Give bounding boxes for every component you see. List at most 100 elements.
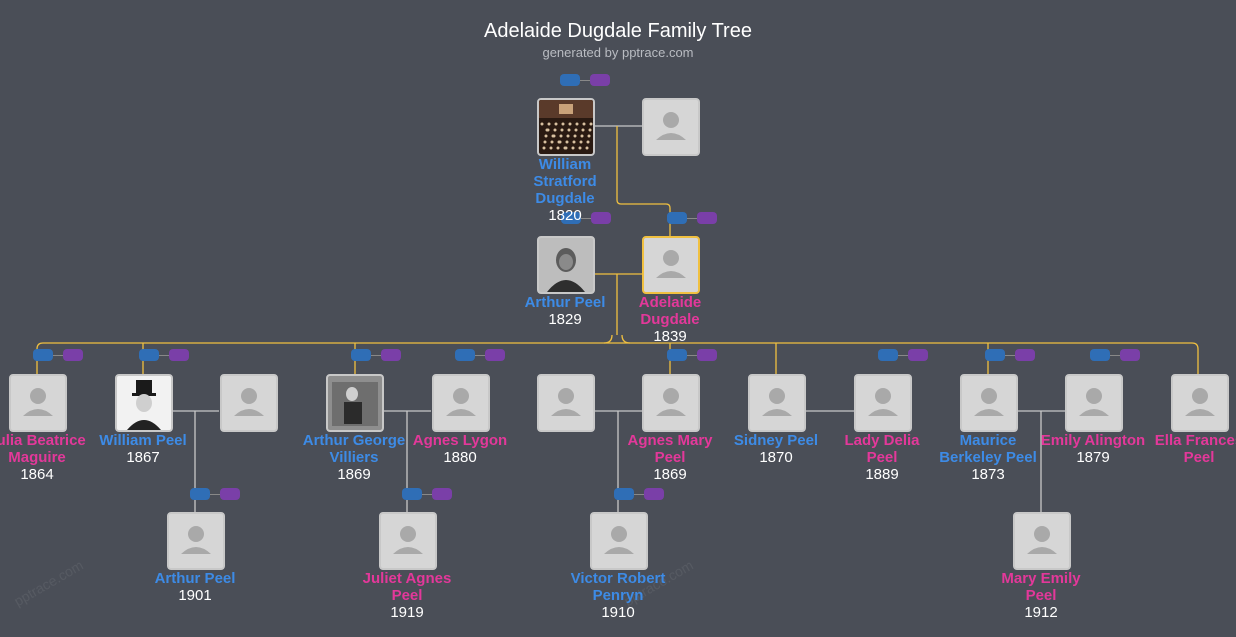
person-name-text: Maurice Berkeley Peel [939, 432, 1037, 466]
person-name-text: Arthur Peel [524, 294, 606, 311]
expand-ancestors-button[interactable] [402, 488, 422, 500]
expand-ancestors-button[interactable] [33, 349, 53, 361]
expand-ancestors-button[interactable] [190, 488, 210, 500]
avatar-placeholder-icon[interactable] [537, 374, 595, 432]
person-name-text: William Stratford Dugdale [533, 156, 597, 207]
page-subtitle: generated by pptrace.com [542, 45, 694, 60]
expand-descendants-button[interactable] [908, 349, 928, 361]
avatar-placeholder-icon[interactable] [642, 98, 700, 156]
avatar-placeholder-icon[interactable] [960, 374, 1018, 432]
person-name-text: William Peel [99, 432, 187, 449]
expand-descendants-button[interactable] [1120, 349, 1140, 361]
person-name-text: Agnes Mary Peel [627, 432, 713, 466]
expand-controls[interactable] [402, 488, 452, 502]
expand-controls[interactable] [139, 349, 189, 363]
connector-tick [210, 494, 220, 495]
avatar-placeholder-icon[interactable] [220, 374, 278, 432]
avatar-placeholder-icon[interactable] [854, 374, 912, 432]
expand-descendants-button[interactable] [697, 212, 717, 224]
birth-year: 1839 [653, 328, 687, 345]
birth-year: 1919 [390, 604, 424, 621]
expand-descendants-button[interactable] [485, 349, 505, 361]
connector-tick [159, 355, 169, 356]
expand-descendants-button[interactable] [1015, 349, 1035, 361]
expand-controls[interactable] [667, 349, 717, 363]
expand-descendants-button[interactable] [381, 349, 401, 361]
avatar-placeholder-icon[interactable] [748, 374, 806, 432]
expand-controls[interactable] [561, 212, 611, 226]
expand-controls[interactable] [614, 488, 664, 502]
birth-year: 1820 [548, 207, 582, 224]
person-photo[interactable] [326, 374, 384, 432]
expand-ancestors-button[interactable] [985, 349, 1005, 361]
person-photo[interactable] [537, 98, 595, 156]
expand-descendants-button[interactable] [63, 349, 83, 361]
expand-controls[interactable] [667, 212, 717, 226]
expand-ancestors-button[interactable] [139, 349, 159, 361]
avatar-placeholder-icon[interactable] [379, 512, 437, 570]
expand-ancestors-button[interactable] [561, 212, 581, 224]
expand-ancestors-button[interactable] [1090, 349, 1110, 361]
person-name-text: Emily Alington [1040, 432, 1146, 449]
birth-year: 1880 [443, 449, 477, 466]
page-title: Adelaide Dugdale Family Tree [484, 20, 752, 42]
person-name-text: Lady Delia Peel [844, 432, 920, 466]
expand-descendants-button[interactable] [591, 212, 611, 224]
avatar-placeholder-icon[interactable] [1171, 374, 1229, 432]
person-photo[interactable] [537, 236, 595, 294]
expand-controls[interactable] [33, 349, 83, 363]
avatar-placeholder-icon[interactable] [432, 374, 490, 432]
expand-ancestors-button[interactable] [878, 349, 898, 361]
expand-ancestors-button[interactable] [667, 212, 687, 224]
expand-controls[interactable] [455, 349, 505, 363]
birth-year: 1901 [178, 587, 212, 604]
avatar-placeholder-icon[interactable] [1013, 512, 1071, 570]
expand-controls[interactable] [190, 488, 240, 502]
expand-controls[interactable] [985, 349, 1035, 363]
avatar-placeholder-icon[interactable] [590, 512, 648, 570]
expand-controls[interactable] [878, 349, 928, 363]
person-name-text: Arthur George Villiers [302, 432, 406, 466]
expand-ancestors-button[interactable] [614, 488, 634, 500]
avatar-placeholder-icon[interactable] [9, 374, 67, 432]
person-name[interactable]: Ella Frances Peel [1144, 432, 1236, 466]
avatar-placeholder-icon[interactable] [642, 374, 700, 432]
expand-ancestors-button[interactable] [455, 349, 475, 361]
expand-descendants-button[interactable] [644, 488, 664, 500]
connector-tick [475, 355, 485, 356]
bar-joint [621, 334, 631, 344]
expand-descendants-button[interactable] [169, 349, 189, 361]
expand-ancestors-button[interactable] [351, 349, 371, 361]
expand-descendants-button[interactable] [432, 488, 452, 500]
connector-tick [580, 80, 590, 81]
expand-controls[interactable] [351, 349, 401, 363]
person-photo[interactable] [115, 374, 173, 432]
person-name-text: Mary Emily Peel [1001, 570, 1081, 604]
avatar-placeholder-icon[interactable] [642, 236, 700, 294]
expand-controls[interactable] [560, 74, 610, 88]
expand-ancestors-button[interactable] [560, 74, 580, 86]
expand-descendants-button[interactable] [220, 488, 240, 500]
avatar-placeholder-icon[interactable] [167, 512, 225, 570]
expand-descendants-button[interactable] [697, 349, 717, 361]
avatar-placeholder-icon[interactable] [1065, 374, 1123, 432]
expand-ancestors-button[interactable] [667, 349, 687, 361]
expand-descendants-button[interactable] [590, 74, 610, 86]
expand-controls[interactable] [1090, 349, 1140, 363]
